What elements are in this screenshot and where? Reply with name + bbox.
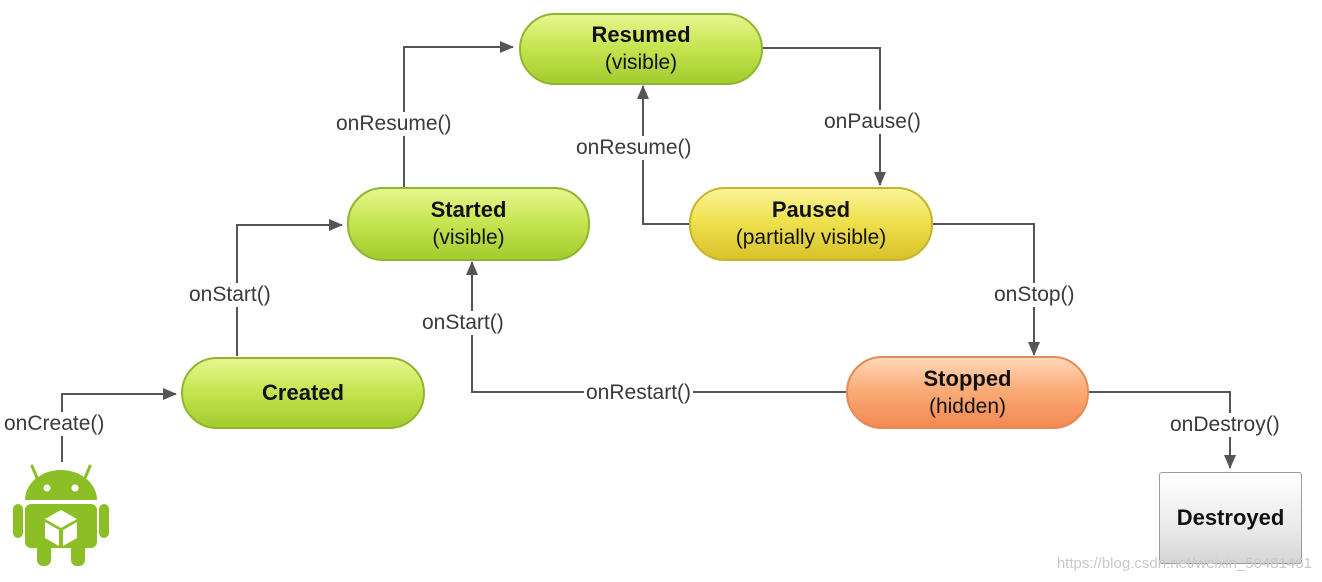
arrow-onresume-paused [637,85,689,225]
state-started: Started (visible) [347,187,590,261]
arrow-onpause [762,47,886,186]
state-stopped-subtitle: (hidden) [928,394,1007,418]
label-onresume-paused: onResume() [574,136,694,160]
state-destroyed-title: Destroyed [1176,505,1285,530]
state-paused-subtitle: (partially visible) [735,226,887,249]
state-started-title: Started [430,197,507,222]
state-destroyed: Destroyed [1159,472,1302,564]
label-onstart-restart: onStart() [420,311,506,335]
state-started-subtitle: (visible) [432,226,505,249]
label-onpause: onPause() [822,110,923,134]
state-resumed: Resumed (visible) [519,13,763,85]
arrow-onstop [932,223,1040,356]
label-onstop: onStop() [992,283,1077,307]
label-onresume-started: onResume() [334,112,454,136]
android-robot-icon [13,464,109,566]
state-paused: Paused (partially visible) [689,187,933,261]
arrow-ondestroy [1088,391,1236,469]
arrow-oncreate [61,388,177,462]
state-resumed-subtitle: (visible) [604,51,678,74]
arrow-onrestart [466,261,846,393]
label-onstart-created: onStart() [187,283,273,307]
state-created-title: Created [262,380,344,405]
arrow-onstart-created [236,219,343,356]
state-resumed-title: Resumed [591,22,691,47]
state-stopped: Stopped (hidden) [846,356,1089,429]
arrow-onresume-started [403,41,514,187]
state-paused-title: Paused [771,197,851,222]
state-created: Created [181,357,425,429]
watermark: https://blog.csdn.net/weixin_50481461 [1056,555,1312,572]
label-onrestart: onRestart() [584,381,694,405]
label-oncreate: onCreate() [2,412,107,436]
state-stopped-title: Stopped [923,365,1012,391]
label-ondestroy: onDestroy() [1168,413,1282,437]
